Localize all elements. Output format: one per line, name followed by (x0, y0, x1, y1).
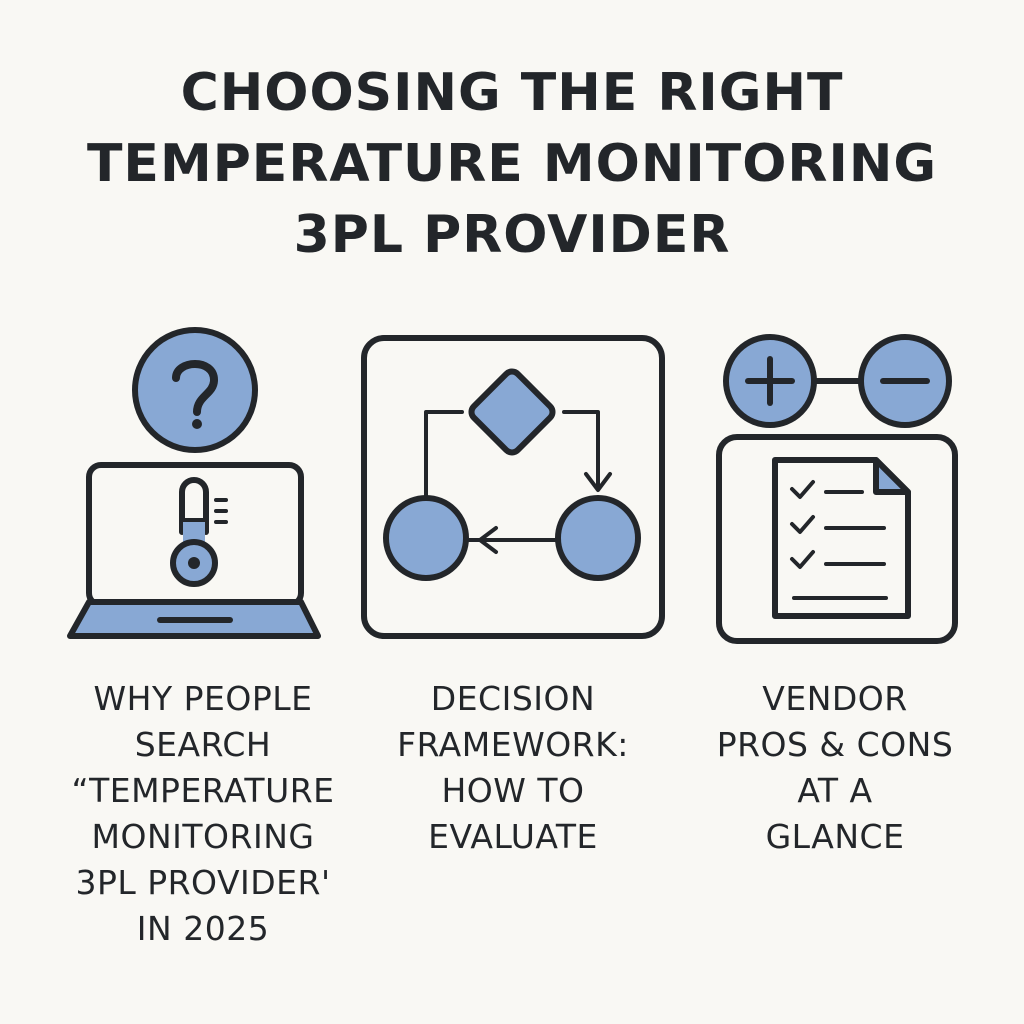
decision-diamond (468, 368, 556, 456)
arrow-left-icon (478, 526, 498, 554)
title-line-1: CHOOSING THE RIGHT (180, 63, 844, 123)
page-title: CHOOSING THE RIGHT TEMPERATURE MONITORIN… (0, 58, 1024, 271)
caption-why-people-search: WHY PEOPLE SEARCH “TEMPERATURE MONITORIN… (48, 676, 358, 952)
arrow-down-icon (584, 472, 612, 492)
caption-line: MONITORING (91, 817, 315, 856)
caption-line: GLANCE (765, 817, 905, 856)
caption-line: HOW TO (441, 771, 585, 810)
laptop-thermometer-question-icon (67, 327, 321, 639)
caption-line: VENDOR (762, 679, 908, 718)
flowchart-frame (361, 335, 665, 639)
title-line-3: 3PL PROVIDER (293, 205, 731, 265)
checklist-pros-cons-icon (716, 334, 958, 644)
caption-vendor-pros-cons: VENDOR PROS & CONS AT A GLANCE (680, 676, 990, 860)
checklist-frame (716, 434, 958, 644)
caption-line: 3PL PROVIDER' (75, 863, 331, 902)
caption-line: DECISION (430, 679, 596, 718)
flow-node-right (555, 495, 641, 581)
caption-decision-framework: DECISION FRAMEWORK: HOW TO EVALUATE (358, 676, 668, 860)
flow-connector-left (424, 410, 464, 502)
minus-icon (858, 334, 952, 428)
document-icon (772, 457, 911, 619)
caption-line: AT A (797, 771, 873, 810)
caption-line: FRAMEWORK: (397, 725, 629, 764)
caption-line: “TEMPERATURE (71, 771, 335, 810)
checklist-lines (792, 490, 888, 600)
flowchart-icon (361, 335, 665, 639)
title-line-2: TEMPERATURE MONITORING (86, 134, 938, 194)
caption-line: EVALUATE (428, 817, 598, 856)
caption-line: SEARCH (134, 725, 272, 764)
flow-node-left (383, 495, 469, 581)
question-badge-icon (132, 327, 258, 453)
caption-line: IN 2025 (136, 909, 270, 948)
caption-line: PROS & CONS (716, 725, 954, 764)
flow-connector-right (562, 410, 600, 490)
check-icon (790, 480, 815, 569)
plus-icon (723, 334, 817, 428)
thermometer-icon (170, 477, 228, 587)
caption-line: WHY PEOPLE (93, 679, 313, 718)
